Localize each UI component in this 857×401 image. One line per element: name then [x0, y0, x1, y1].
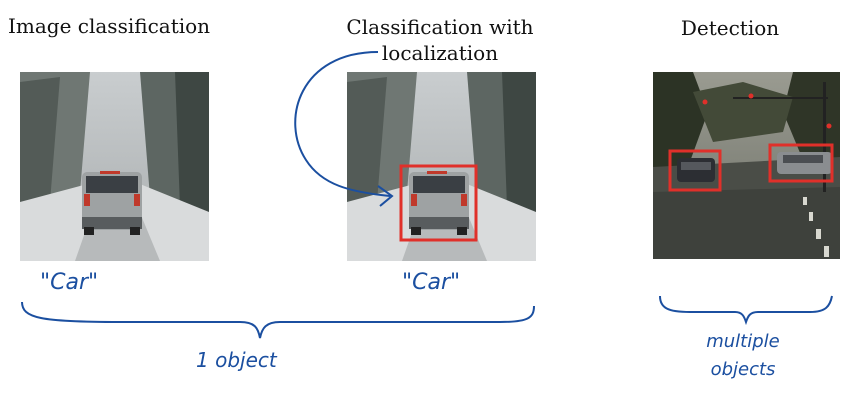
street-scene-image — [653, 72, 840, 259]
brace-multiple-objects — [659, 295, 833, 326]
street-photo-detection — [653, 72, 840, 259]
brace-one-object — [21, 301, 535, 339]
car-photo-localization — [347, 72, 536, 261]
car-label-localization: "Car" — [402, 270, 461, 295]
snowy-road-car-image — [20, 72, 209, 261]
one-object-note: 1 object — [196, 348, 277, 372]
car-label-classification: "Car" — [40, 270, 99, 295]
detection-title: Detection — [680, 16, 780, 40]
car-photo-classification — [20, 72, 209, 261]
car-bounding-box — [399, 164, 478, 242]
car-bounding-box-left — [668, 149, 722, 192]
car-bounding-box-right — [768, 143, 834, 183]
multiple-objects-note: multiple objects — [706, 331, 780, 380]
snowy-road-car-image-boxed — [347, 72, 536, 261]
image-classification-title: Image classification — [8, 14, 211, 38]
classification-localization-title: Classification with localization — [346, 15, 534, 65]
